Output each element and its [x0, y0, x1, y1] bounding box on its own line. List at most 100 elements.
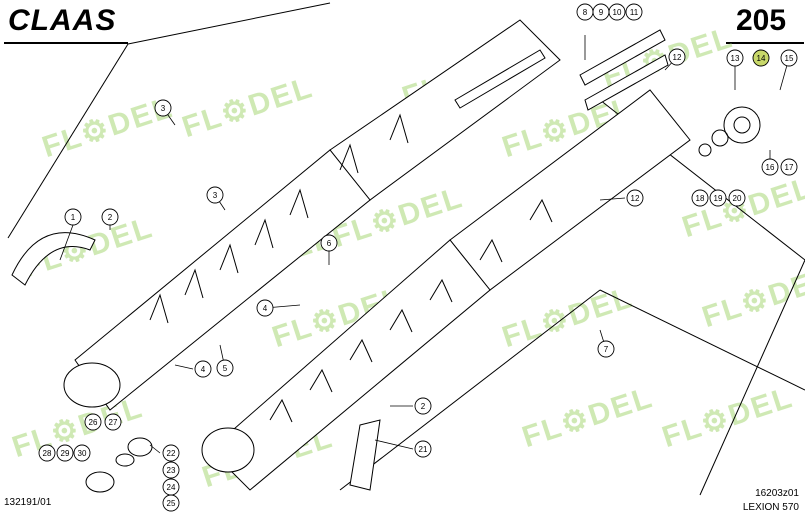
callout-label: 4: [201, 365, 206, 374]
wear-strip: [454, 49, 546, 109]
callout-label: 17: [785, 163, 794, 172]
frame-line: [127, 2, 331, 45]
auger-flight: [219, 243, 239, 274]
auger-flight: [339, 143, 359, 174]
lower-auger-shaft: [209, 239, 491, 491]
callout-label: 2: [421, 402, 426, 411]
circlip: [698, 143, 712, 157]
callout-bubble: [162, 444, 180, 462]
callout-bubble: [414, 440, 432, 458]
callout-label: 16: [766, 163, 775, 172]
callout-label: 3: [213, 191, 218, 200]
footer-drawing-code: 16203z01: [755, 488, 799, 499]
frame-line: [7, 43, 129, 239]
seal-ring: [711, 129, 729, 147]
auger-flight: [184, 268, 204, 299]
callout-bubble: [728, 189, 746, 207]
knife-segment: [11, 232, 96, 286]
auger-flight: [389, 308, 413, 333]
seal: [115, 453, 135, 467]
callout-label: 11: [630, 8, 639, 17]
page-number: 205: [736, 4, 787, 37]
callout-label: 12: [673, 53, 682, 62]
callout-bubble: [104, 413, 122, 431]
callout-label: 24: [167, 483, 176, 492]
upper-auger-end: [63, 362, 121, 408]
callout-label: 30: [78, 449, 87, 458]
callout-label: 26: [89, 418, 98, 427]
callout-bubble: [64, 208, 82, 226]
callout-label: 7: [604, 345, 609, 354]
callout-label: 6: [327, 239, 332, 248]
callout-bubble: [206, 186, 224, 204]
logo-underline: [4, 42, 128, 44]
auger-flight: [479, 238, 503, 263]
callout-bubble: [780, 158, 798, 176]
auger-flight: [309, 368, 333, 393]
callout-bubble: [691, 189, 709, 207]
callout-label: 13: [731, 54, 740, 63]
auger-flight: [254, 218, 274, 249]
callout-bubble: [73, 444, 91, 462]
callout-label: 23: [167, 466, 176, 475]
callout-bubble: [56, 444, 74, 462]
callout-bubble: [414, 397, 432, 415]
callout-bubble: [162, 461, 180, 479]
callout-label: 12: [631, 194, 640, 203]
callout-bubble: [626, 189, 644, 207]
callout-bubble: [162, 494, 180, 512]
bracket-plate: [579, 29, 666, 86]
callout-bubble: [761, 158, 779, 176]
callout-label: 2: [108, 213, 113, 222]
footer-model: LEXION 570: [742, 502, 799, 513]
callout-label: 8: [583, 8, 588, 17]
callout-bubble: [216, 359, 234, 377]
bearing: [127, 437, 153, 457]
lower-cylinder: [449, 89, 691, 291]
callout-label: 20: [733, 194, 742, 203]
lower-auger-end: [201, 427, 255, 473]
callout-bubble: [625, 3, 643, 21]
auger-flight: [269, 398, 293, 423]
page-number-underline: [726, 42, 804, 44]
claas-logo: CLAAS: [8, 4, 117, 37]
callout-label: 9: [599, 8, 604, 17]
callout-label: 14: [757, 54, 766, 63]
callout-bubble: [709, 189, 727, 207]
callout-label: 1: [71, 213, 76, 222]
callout-label: 3: [161, 104, 166, 113]
callout-label: 18: [696, 194, 705, 203]
callout-bubble: [668, 48, 686, 66]
callout-bubble: [320, 234, 338, 252]
callout-label: 25: [167, 499, 176, 508]
callout-bubble: [194, 360, 212, 378]
auger-flight: [149, 293, 169, 324]
callout-label: 27: [109, 418, 118, 427]
callout-label: 15: [785, 54, 794, 63]
callout-bubble: [597, 340, 615, 358]
callout-label: 21: [419, 445, 428, 454]
callout-bubble: [154, 99, 172, 117]
callout-label: 29: [61, 449, 70, 458]
bracket-plate: [584, 54, 669, 111]
auger-flight: [429, 278, 453, 303]
callout-bubble: [726, 49, 744, 67]
frame-line: [339, 289, 601, 491]
callout-bubble: [101, 208, 119, 226]
frame-line: [699, 259, 805, 496]
footer-left-code: 132191/01: [4, 497, 52, 508]
callout-bubble: [752, 49, 770, 67]
auger-flight: [389, 113, 409, 144]
auger-flight: [289, 188, 309, 219]
callout-label: 28: [43, 449, 52, 458]
callout-bubble: [84, 413, 102, 431]
callout-label: 4: [263, 304, 268, 313]
pulley: [85, 471, 115, 493]
callout-label: 10: [613, 8, 622, 17]
callout-bubble: [256, 299, 274, 317]
bearing-housing: [723, 106, 761, 144]
bearing-bore: [733, 116, 751, 134]
callout-bubble: [780, 49, 798, 67]
knife-segment: [349, 419, 381, 491]
